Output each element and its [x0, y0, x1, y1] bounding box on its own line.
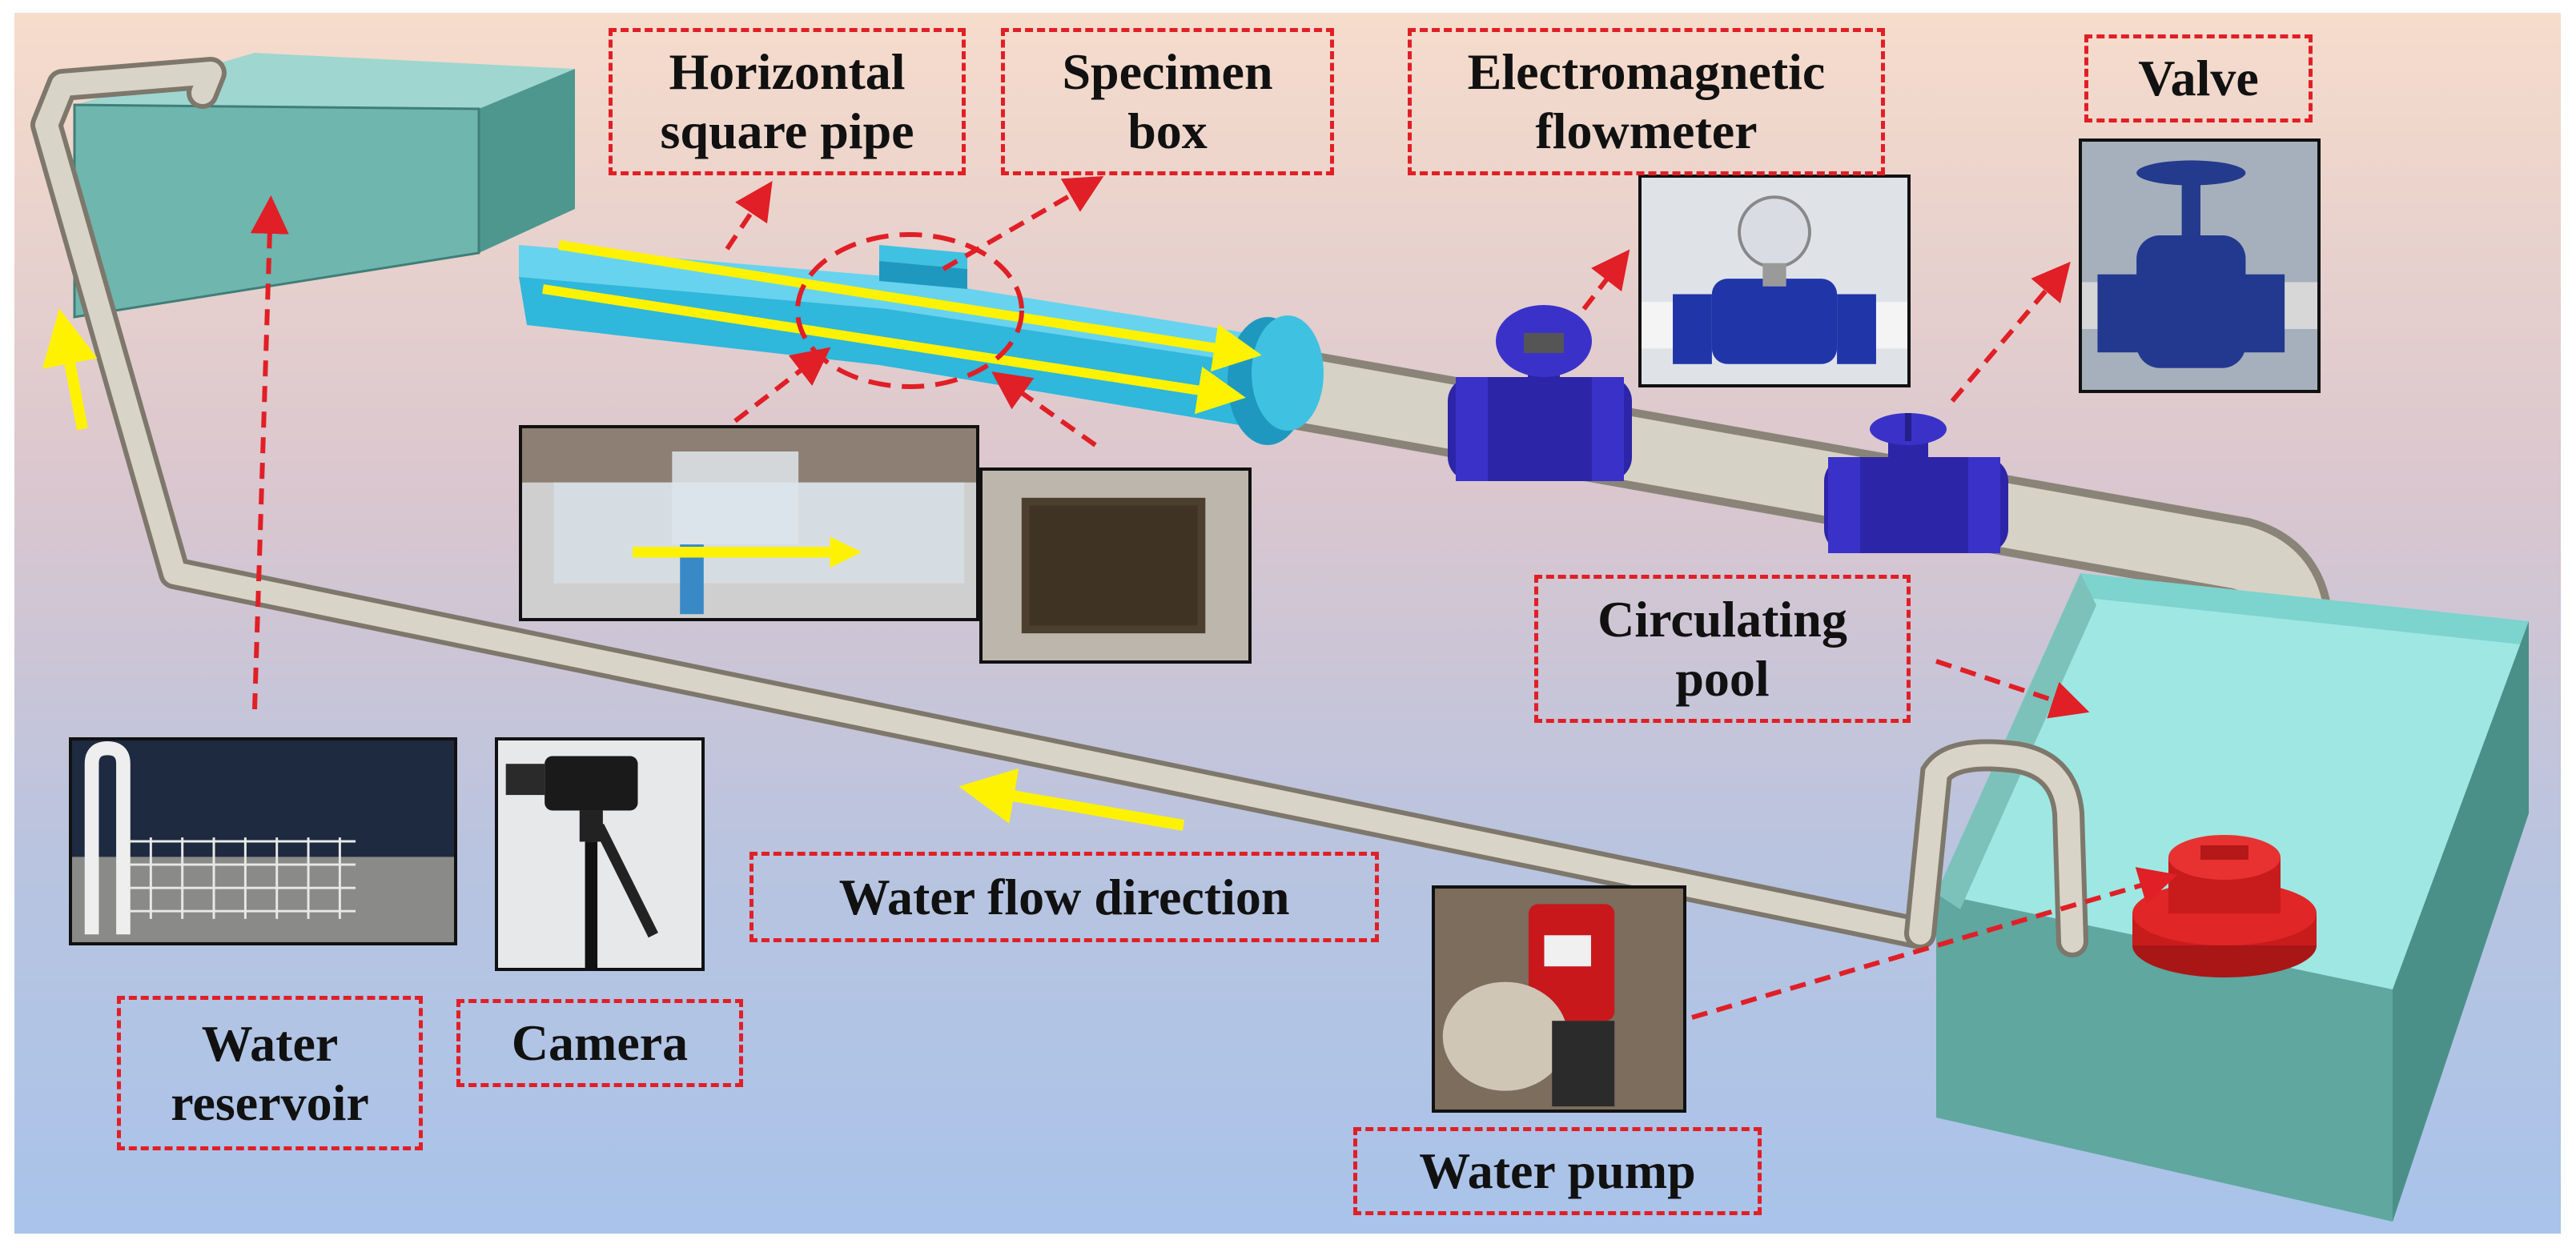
label-valve: Valve — [2084, 34, 2313, 122]
label-camera: Camera — [456, 999, 743, 1087]
flowmeter-fitting — [1448, 305, 1632, 481]
apparatus-scene — [30, 53, 2529, 1222]
circulating-pool-tank — [1904, 573, 2529, 1222]
camera-photo — [495, 737, 705, 971]
water-pump-photo — [1432, 885, 1686, 1113]
water-reservoir-photo — [69, 737, 457, 945]
specimen-box-highlight — [795, 232, 1024, 389]
label-water-flow-direction: Water flow direction — [749, 852, 1379, 942]
flow-arrows-square-pipe — [542, 240, 1262, 415]
return-pipe — [30, 57, 1936, 949]
valve-fitting — [1824, 413, 2008, 553]
label-water-pump: Water pump — [1353, 1127, 1762, 1215]
flowmeter-photo — [1638, 175, 1911, 387]
annotation-arrows — [250, 175, 2178, 1020]
flow-direction-arrows — [42, 308, 1185, 831]
specimen-box-photo — [979, 467, 1252, 664]
water-pump — [2132, 835, 2317, 977]
square-pipe-photo — [519, 425, 979, 621]
valve-photo — [2079, 138, 2321, 393]
